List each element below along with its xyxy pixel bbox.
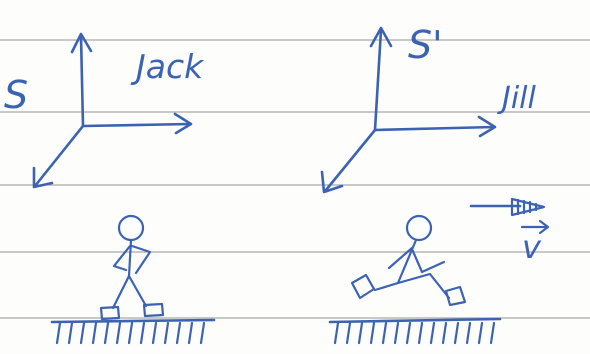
standing-figure [101, 216, 163, 319]
axis-z [35, 126, 83, 186]
head [119, 216, 143, 240]
ground-right [330, 319, 500, 343]
frame-s-prime-label: S' [408, 23, 443, 67]
ground-line [330, 319, 500, 322]
axis-x [83, 124, 190, 126]
jack-label: Jack [130, 47, 205, 86]
velocity-label: v [522, 228, 542, 266]
ground-left [52, 320, 214, 343]
ground-hatching [335, 323, 494, 343]
jill-label: Jill [497, 81, 537, 116]
left-foot [101, 307, 119, 319]
right-leg [129, 276, 146, 306]
velocity-arrow [471, 199, 544, 215]
ground-line [52, 320, 214, 322]
running-figure [352, 216, 465, 305]
ground-hatching [57, 323, 204, 343]
axis-y-prime [375, 30, 381, 130]
left-arm [114, 246, 130, 270]
torso [398, 240, 416, 283]
head [407, 216, 431, 240]
right-arm [132, 246, 150, 273]
back-foot [352, 275, 374, 298]
axis-z-prime [326, 130, 375, 190]
right-foot [144, 304, 163, 316]
left-leg [113, 276, 129, 308]
axis-x-prime [375, 127, 494, 130]
frame-s-label: S [4, 73, 28, 117]
front-foot [446, 287, 465, 305]
back-leg [375, 283, 398, 290]
front-leg [398, 274, 449, 298]
